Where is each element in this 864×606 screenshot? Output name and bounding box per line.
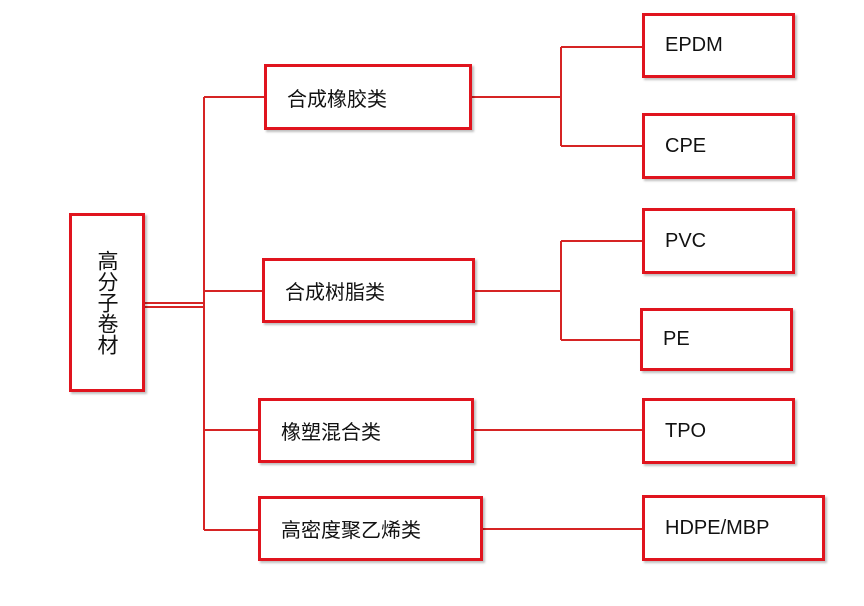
- category-node-synthetic-resin: 合成树脂类: [262, 258, 475, 323]
- category-label: 合成树脂类: [285, 280, 385, 304]
- category-label: 高密度聚乙烯类: [281, 518, 421, 542]
- category-node-rubber-plastic-blend: 橡塑混合类: [258, 398, 474, 463]
- category-node-hdpe: 高密度聚乙烯类: [258, 496, 483, 561]
- category-node-synthetic-rubber: 合成橡胶类: [264, 64, 472, 130]
- product-label: EPDM: [665, 34, 723, 56]
- category-label: 橡塑混合类: [281, 420, 381, 444]
- root-node: 高分子卷材: [69, 213, 145, 392]
- product-node-epdm: EPDM: [642, 13, 795, 78]
- product-label: PE: [663, 328, 690, 350]
- product-label: HDPE/MBP: [665, 516, 770, 539]
- product-node-pe: PE: [640, 308, 793, 371]
- product-node-pvc: PVC: [642, 208, 795, 274]
- product-node-hdpe-mbp: HDPE/MBP: [642, 495, 825, 561]
- product-node-tpo: TPO: [642, 398, 795, 464]
- root-label: 高分子卷材: [95, 250, 119, 355]
- product-label: PVC: [665, 229, 707, 252]
- product-label: CPE: [665, 134, 707, 157]
- category-label: 合成橡胶类: [287, 86, 387, 111]
- product-node-cpe: CPE: [642, 113, 795, 179]
- product-label: TPO: [665, 419, 707, 442]
